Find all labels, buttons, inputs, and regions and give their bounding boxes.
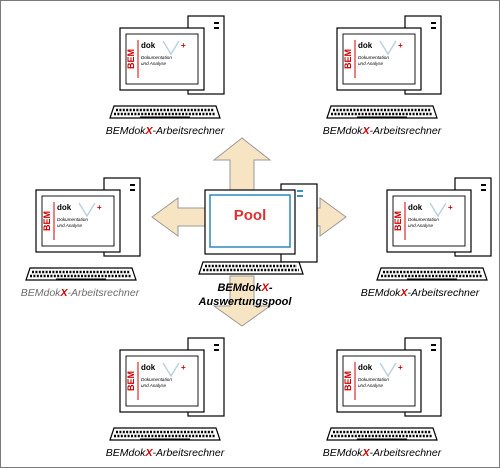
pool-caption-line2: Auswertungspool (198, 296, 293, 308)
workstation-caption: BEMdokX-Arbeitsrechner (21, 287, 140, 299)
workstation-caption: BEMdokX-Arbeitsrechner (361, 287, 480, 299)
arrow-left (151, 197, 206, 237)
workstation-caption: BEMdokX-Arbeitsrechner (323, 447, 442, 459)
logo-dok-text: dok (141, 363, 156, 372)
logo-bem-text: BEM (393, 211, 403, 231)
logo-bem-text: BEM (126, 371, 136, 391)
logo-tagline-line2: und Analyse (358, 383, 384, 388)
pool-label: Pool (234, 207, 267, 224)
logo-dok-text: dok (408, 203, 423, 212)
logo-tagline-line2: und Analyse (358, 61, 384, 66)
logo-plus-text: + (398, 41, 403, 50)
pool-computer: Pool (198, 183, 318, 275)
arrow-down (212, 275, 272, 327)
logo-tagline-line1: Dokumentation (408, 217, 439, 222)
logo-tagline-line2: und Analyse (57, 223, 83, 228)
logo-tagline-line1: Dokumentation (57, 217, 88, 222)
logo-tagline-line1: Dokumentation (141, 377, 172, 382)
logo-plus-text: + (97, 203, 102, 212)
logo-dok-text: dok (57, 203, 72, 212)
arrow-up (212, 137, 272, 197)
logo-bem-text: BEM (343, 49, 353, 69)
logo-plus-text: + (398, 363, 403, 372)
logo-dok-text: dok (358, 363, 373, 372)
logo-tagline-line1: Dokumentation (141, 55, 172, 60)
workstation-caption: BEMdokX-Arbeitsrechner (106, 125, 225, 137)
logo-bem-text: BEM (42, 211, 52, 231)
workstation-caption: BEMdokX-Arbeitsrechner (106, 447, 225, 459)
logo-dok-text: dok (358, 41, 373, 50)
pool-caption-line1: BEMdokX- (217, 282, 272, 294)
logo-plus-text: + (181, 363, 186, 372)
logo-plus-text: + (448, 203, 453, 212)
logo-plus-text: + (181, 41, 186, 50)
workstation-caption: BEMdokX-Arbeitsrechner (323, 125, 442, 137)
logo-tagline-line1: Dokumentation (358, 55, 389, 60)
logo-tagline-line1: Dokumentation (358, 377, 389, 382)
logo-dok-text: dok (141, 41, 156, 50)
logo-tagline-line2: und Analyse (141, 383, 167, 388)
logo-tagline-line2: und Analyse (141, 61, 167, 66)
logo-bem-text: BEM (343, 371, 353, 391)
logo-tagline-line2: und Analyse (408, 223, 434, 228)
logo-bem-text: BEM (126, 49, 136, 69)
